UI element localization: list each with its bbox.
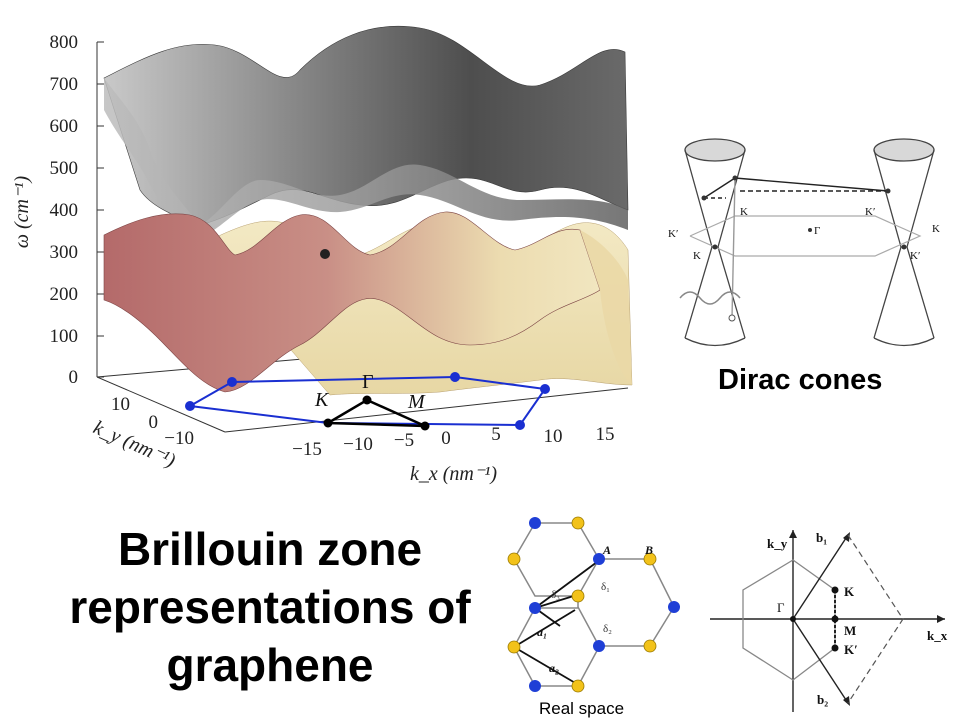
kp-label: K′ <box>844 642 858 657</box>
label-a-site: A <box>602 543 611 557</box>
z-tick-500: 500 <box>50 158 79 179</box>
dirac-label-kp-lower: K′ <box>910 250 920 262</box>
b1-arrowhead <box>843 532 850 542</box>
gamma-label: Γ <box>777 600 785 615</box>
label-delta1: δ₁ <box>601 581 610 593</box>
z-tick-200: 200 <box>50 284 79 305</box>
real-space-caption: Real space <box>539 699 625 718</box>
gamma-point-label: Γ <box>362 371 374 393</box>
kx-tick-neg15: −15 <box>292 439 322 460</box>
label-b-site: B <box>644 543 653 557</box>
dirac-label-kp-left: K′ <box>668 228 678 240</box>
slide-title: Brillouin zone representations of graphe… <box>40 520 500 694</box>
z-axis-label: ω (cm⁻¹) <box>11 176 33 249</box>
kx-tick-0: 0 <box>441 428 451 449</box>
kx-tick-15: 15 <box>596 424 615 445</box>
kx-axis-label: k_x (nm⁻¹) <box>410 463 497 485</box>
kx-tick-10: 10 <box>544 426 563 447</box>
b-vectors <box>792 534 849 704</box>
dirac-cones-diagram: K K′ K K′ Γ K K′ <box>668 138 940 347</box>
dirac-label-k-right: K <box>932 223 940 235</box>
bz-vertices <box>185 372 550 430</box>
label-a1: a₁ <box>537 625 547 639</box>
z-tick-800: 800 <box>50 32 79 53</box>
b2-arrowhead <box>843 696 850 706</box>
lower-band-right <box>580 230 632 385</box>
k-point-label: K <box>314 389 330 411</box>
kx-tick-5: 5 <box>491 424 501 445</box>
title-line-3: graphene <box>166 639 374 691</box>
b2-label: b₂ <box>817 692 828 707</box>
title-line-1: Brillouin zone <box>117 523 423 575</box>
phonon-dispersion-plot: 800 700 600 500 400 300 200 100 0 ω (cm⁻… <box>11 25 633 485</box>
z-tick-0: 0 <box>69 367 79 388</box>
lower-band-front <box>103 211 601 393</box>
m-label: M <box>844 623 856 638</box>
reciprocal-lattice: k_y k_x b₁ b₂ K M K′ Γ <box>710 530 948 712</box>
irreducible-path <box>327 398 426 428</box>
sublattice-b-atoms <box>507 516 657 693</box>
real-space-lattice: A B a₁ a₂ δ₁ δ₂ δ₃ <box>507 516 680 693</box>
z-tick-100: 100 <box>50 326 79 347</box>
label-a2: a₂ <box>549 661 559 675</box>
ky-tick-0: 0 <box>149 412 159 433</box>
z-tick-300: 300 <box>50 242 79 263</box>
bz-plane <box>689 215 922 257</box>
dirac-label-kp-top: K′ <box>865 206 875 218</box>
label-delta2: δ₂ <box>603 623 612 635</box>
z-tick-700: 700 <box>50 74 79 95</box>
right-cone <box>873 138 935 347</box>
sublattice-a-atoms <box>529 517 680 692</box>
kx-label: k_x <box>927 628 948 643</box>
reciprocal-axes <box>710 530 945 712</box>
scattering-lines <box>703 177 889 319</box>
dirac-label-gamma: Γ <box>814 225 820 237</box>
kx-arrowhead <box>937 615 945 623</box>
k-label: K <box>844 584 855 599</box>
m-point-label: M <box>407 391 426 413</box>
phonon-wave <box>679 291 741 305</box>
z-tick-600: 600 <box>50 116 79 137</box>
kx-tick-neg10: −10 <box>343 434 373 455</box>
title-line-2: representations of <box>69 581 471 633</box>
upper-band-front <box>104 78 628 238</box>
dirac-cones-caption: Dirac cones <box>718 364 883 396</box>
label-delta3: δ₃ <box>551 589 560 601</box>
kx-tick-neg5: −5 <box>394 430 414 451</box>
b1-label: b₁ <box>816 530 827 545</box>
z-tick-marks <box>97 41 104 378</box>
dirac-label-k-top: K <box>740 206 748 218</box>
ky-tick-10: 10 <box>111 394 130 415</box>
ky-arrowhead <box>789 530 797 538</box>
left-cone <box>684 138 746 347</box>
dashed-zone <box>847 534 904 704</box>
ky-label: k_y <box>767 536 788 551</box>
high-symmetry-points <box>320 249 430 431</box>
ky-tick-neg10: −10 <box>164 428 194 449</box>
z-tick-400: 400 <box>50 200 79 221</box>
dirac-label-k-lower: K <box>693 250 701 262</box>
